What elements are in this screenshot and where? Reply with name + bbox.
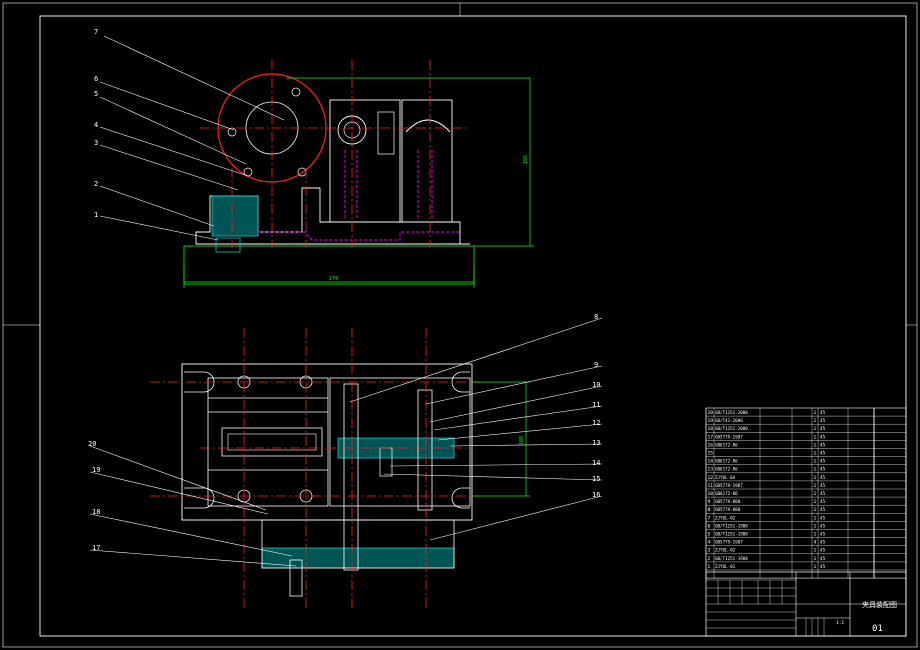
balloon-2: 2 [94, 180, 98, 188]
top-slot-inner [227, 433, 317, 451]
balloon-11: 11 [592, 401, 600, 409]
screw-shaft [343, 383, 359, 571]
disc-hole-3 [297, 167, 307, 177]
balloon-13: 13 [592, 439, 600, 447]
v-block-seat [405, 119, 451, 133]
top-height-dimension: 108 [519, 436, 525, 445]
front-centerlines [200, 60, 470, 248]
lower-pin [289, 559, 303, 597]
bottom-pin [215, 237, 241, 253]
balloon-15: 15 [592, 475, 600, 483]
balloon-9: 9 [594, 361, 598, 369]
balloon-10: 10 [592, 381, 600, 389]
front-height-dimension: 156 [523, 155, 529, 164]
top-balloons-left: 20 19 18 17 [88, 440, 100, 552]
hidden-lines [258, 150, 460, 241]
left-clamp-outline [211, 195, 259, 237]
left-clamp-block [212, 196, 258, 236]
balloon-16: 16 [592, 491, 600, 499]
balloon-7: 7 [94, 28, 98, 36]
inner-border [39, 15, 907, 637]
top-centerlines [150, 328, 480, 610]
top-dimension-lines [472, 381, 530, 497]
front-view: 274 156 7 6 5 4 3 2 1 [94, 28, 534, 288]
section-hatch-center [338, 438, 454, 458]
disc-hole-1 [291, 87, 301, 97]
top-balloons-right: 8 9 10 11 12 13 14 15 16 [592, 313, 600, 499]
balloon-4: 4 [94, 121, 98, 129]
support-block-middle [329, 99, 401, 223]
balloon-17: 17 [92, 544, 100, 552]
body-outline [195, 187, 461, 245]
base-plate [183, 245, 475, 285]
front-balloons: 7 6 5 4 3 2 1 [94, 28, 98, 219]
top-view: 108 8 9 10 11 12 13 14 15 16 [88, 313, 603, 610]
support-block-right [401, 99, 453, 223]
balloon-14: 14 [592, 459, 600, 467]
small-nut-stack [377, 111, 395, 155]
balloon-12: 12 [592, 419, 600, 427]
balloon-3: 3 [94, 139, 98, 147]
bolt-stack [417, 389, 433, 511]
balloon-8: 8 [594, 313, 598, 321]
front-leaders [99, 35, 285, 241]
balloon-1: 1 [94, 211, 98, 219]
top-body [207, 377, 329, 507]
top-slot [221, 427, 323, 457]
balloon-6: 6 [94, 75, 98, 83]
u-slot-right-bottom [451, 487, 470, 509]
balloon-19: 19 [92, 466, 100, 474]
balloon-5: 5 [94, 90, 98, 98]
top-clamp-area [329, 377, 471, 507]
front-dimension-lines [183, 77, 534, 288]
balloon-20: 20 [88, 440, 96, 448]
top-leaders [89, 317, 603, 567]
front-width-dimension: 274 [329, 276, 338, 282]
balloon-18: 18 [92, 508, 100, 516]
